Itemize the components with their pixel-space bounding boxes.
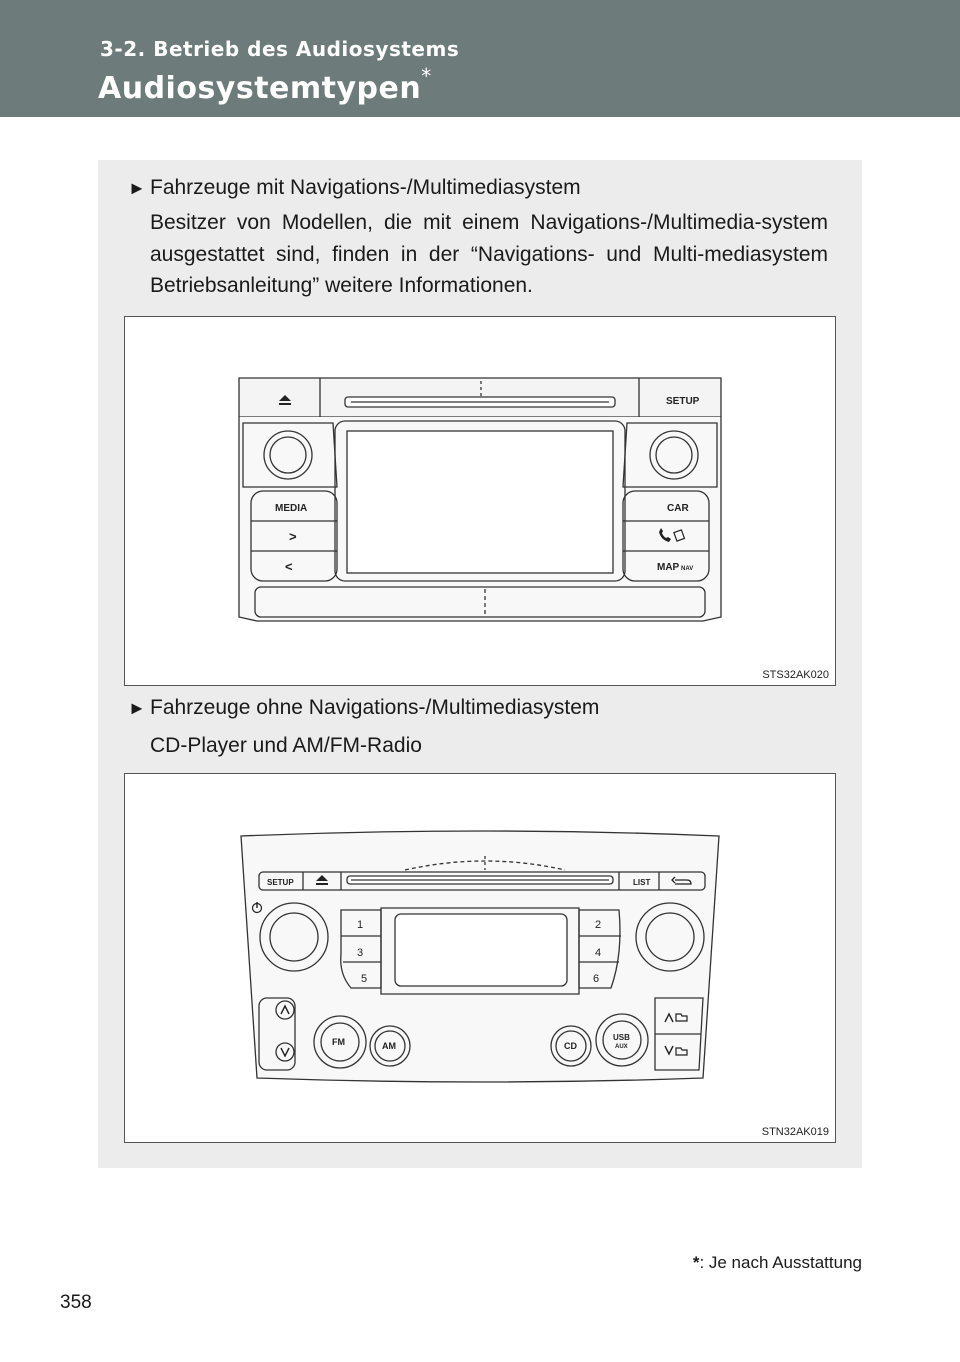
- setup-label: SETUP: [267, 878, 294, 887]
- preset-4: 4: [595, 947, 601, 959]
- figure-nav-system: SETUP MEDIA > < CAR MAP NAV STS32AK020: [124, 316, 836, 686]
- arrow-right-icon: ►: [128, 698, 146, 718]
- back-icon: [671, 876, 692, 885]
- preset-6: 6: [593, 973, 599, 985]
- figure-code: STS32AK020: [762, 669, 829, 681]
- item-heading-nav: ►Fahrzeuge mit Navigations-/Multimediasy…: [128, 176, 581, 200]
- footnote: *: Je nach Ausstattung: [693, 1253, 862, 1273]
- phone-icon: [659, 528, 686, 542]
- fm-label: FM: [332, 1037, 345, 1047]
- item-heading-text: Fahrzeuge ohne Navigations-/Multimediasy…: [150, 696, 600, 719]
- preset-2: 2: [595, 919, 601, 931]
- seek-down-icon: [280, 1047, 290, 1058]
- page-title: Audiosystemtypen*: [98, 64, 432, 106]
- figure-cd-radio: SETUP LIST 1 3 5 2 4 6 FM AM CD USB AUX: [124, 773, 836, 1143]
- item-heading-text: Fahrzeuge mit Navigations-/Multimediasys…: [150, 176, 581, 199]
- item-text-nav: Besitzer von Modellen, die mit einem Nav…: [150, 211, 828, 297]
- list-label: LIST: [633, 878, 650, 887]
- next-label: >: [289, 529, 297, 544]
- preset-3: 3: [357, 947, 363, 959]
- power-icon: [251, 902, 263, 914]
- multimedia-unit-illustration: SETUP MEDIA > < CAR MAP NAV: [238, 377, 722, 622]
- usb-label: USB: [613, 1033, 630, 1042]
- figure-code: STN32AK019: [761, 1126, 829, 1138]
- car-label: CAR: [667, 503, 689, 514]
- item-text-no-nav: CD-Player und AM/FM-Radio: [150, 734, 422, 757]
- map-label: MAP: [657, 562, 680, 573]
- cd-label: CD: [564, 1041, 577, 1051]
- preset-5: 5: [361, 973, 367, 985]
- item-heading-no-nav: ►Fahrzeuge ohne Navigations-/Multimedias…: [128, 696, 599, 720]
- cd-radio-unit-illustration: SETUP LIST 1 3 5 2 4 6 FM AM CD USB AUX: [240, 830, 720, 1083]
- arrow-right-icon: ►: [128, 178, 146, 198]
- page-number: 358: [60, 1292, 92, 1313]
- preset-1: 1: [357, 919, 363, 931]
- title-footnote-mark: *: [421, 64, 432, 88]
- folder-down-icon: [664, 1045, 688, 1056]
- page-header: 3-2. Betrieb des Audiosystems Audiosyste…: [0, 0, 960, 117]
- folder-up-icon: [664, 1012, 688, 1023]
- setup-label: SETUP: [666, 396, 700, 407]
- prev-label: <: [285, 559, 293, 574]
- eject-icon: [279, 395, 291, 405]
- media-label: MEDIA: [275, 503, 307, 514]
- section-heading: 3-2. Betrieb des Audiosystems: [100, 37, 460, 61]
- footnote-text: : Je nach Ausstattung: [699, 1253, 862, 1272]
- title-text: Audiosystemtypen: [98, 71, 422, 106]
- aux-label: AUX: [615, 1044, 628, 1050]
- footnote-mark: *: [692, 1253, 700, 1272]
- seek-up-icon: [280, 1004, 290, 1015]
- am-label: AM: [382, 1041, 396, 1051]
- eject-icon: [316, 875, 328, 885]
- nav-label: NAV: [681, 566, 693, 572]
